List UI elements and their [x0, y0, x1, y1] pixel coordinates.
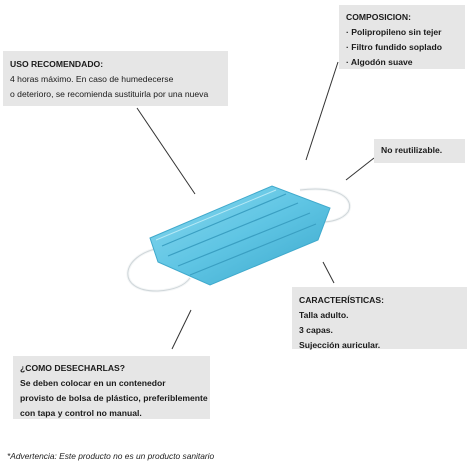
pointer-noreutilizable [345, 157, 375, 181]
desecharlas-title: ¿COMO DESECHARLAS? [20, 363, 126, 373]
mask-pleat-2 [167, 202, 299, 257]
composicion-title: COMPOSICION: [346, 12, 411, 22]
uso-recomendado-line-1: 4 horas máximo. En caso de humedecerse [10, 74, 174, 84]
pointer-caracteristicas [322, 261, 335, 284]
caracteristicas-item-3: Sujección auricular. [299, 340, 381, 350]
desecharlas-line-1: Se deben colocar en un contenedor [20, 378, 166, 388]
mask-body [149, 185, 331, 286]
composicion-item-1: · Polipropileno sin tejer [346, 27, 442, 37]
uso-recomendado-title: USO RECOMENDADO: [10, 59, 104, 69]
pointer-uso [136, 107, 196, 195]
desecharlas-line-3: con tapa y control no manual. [20, 408, 142, 418]
desecharlas-line-2: provisto de bolsa de plástico, preferibl… [20, 393, 208, 403]
pointer-desecharlas [171, 309, 192, 350]
mask-highlight [155, 189, 277, 241]
pointer-composicion [305, 61, 339, 161]
left-ear-loop-shadow [127, 247, 191, 292]
caracteristicas-item-2: 3 capas. [299, 325, 333, 335]
disclaimer-footer: *Advertencia: Este producto no es un pro… [7, 451, 215, 461]
composicion-box: COMPOSICION: · Polipropileno sin tejer ·… [339, 5, 465, 69]
caracteristicas-item-1: Talla adulto. [299, 310, 349, 320]
right-ear-loop-shadow [299, 188, 351, 223]
composicion-item-2: · Filtro fundido soplado [346, 42, 442, 52]
uso-recomendado-box: USO RECOMENDADO: 4 horas máximo. En caso… [3, 51, 228, 106]
composicion-item-3: · Algodón suave [346, 57, 413, 67]
uso-recomendado-line-2: o deterioro, se recomienda sustituirla p… [10, 89, 209, 99]
caracteristicas-box: CARACTERÍSTICAS: Talla adulto. 3 capas. … [292, 287, 467, 350]
mask-pleat-1 [161, 193, 287, 247]
mask-pleat-3 [177, 212, 311, 267]
no-reutilizable-box: No reutilizable. [374, 139, 465, 163]
no-reutilizable-label: No reutilizable. [381, 145, 443, 155]
desecharlas-box: ¿COMO DESECHARLAS? Se deben colocar en u… [13, 356, 210, 419]
caracteristicas-title: CARACTERÍSTICAS: [299, 295, 384, 305]
mask-pleat-4 [189, 223, 317, 276]
